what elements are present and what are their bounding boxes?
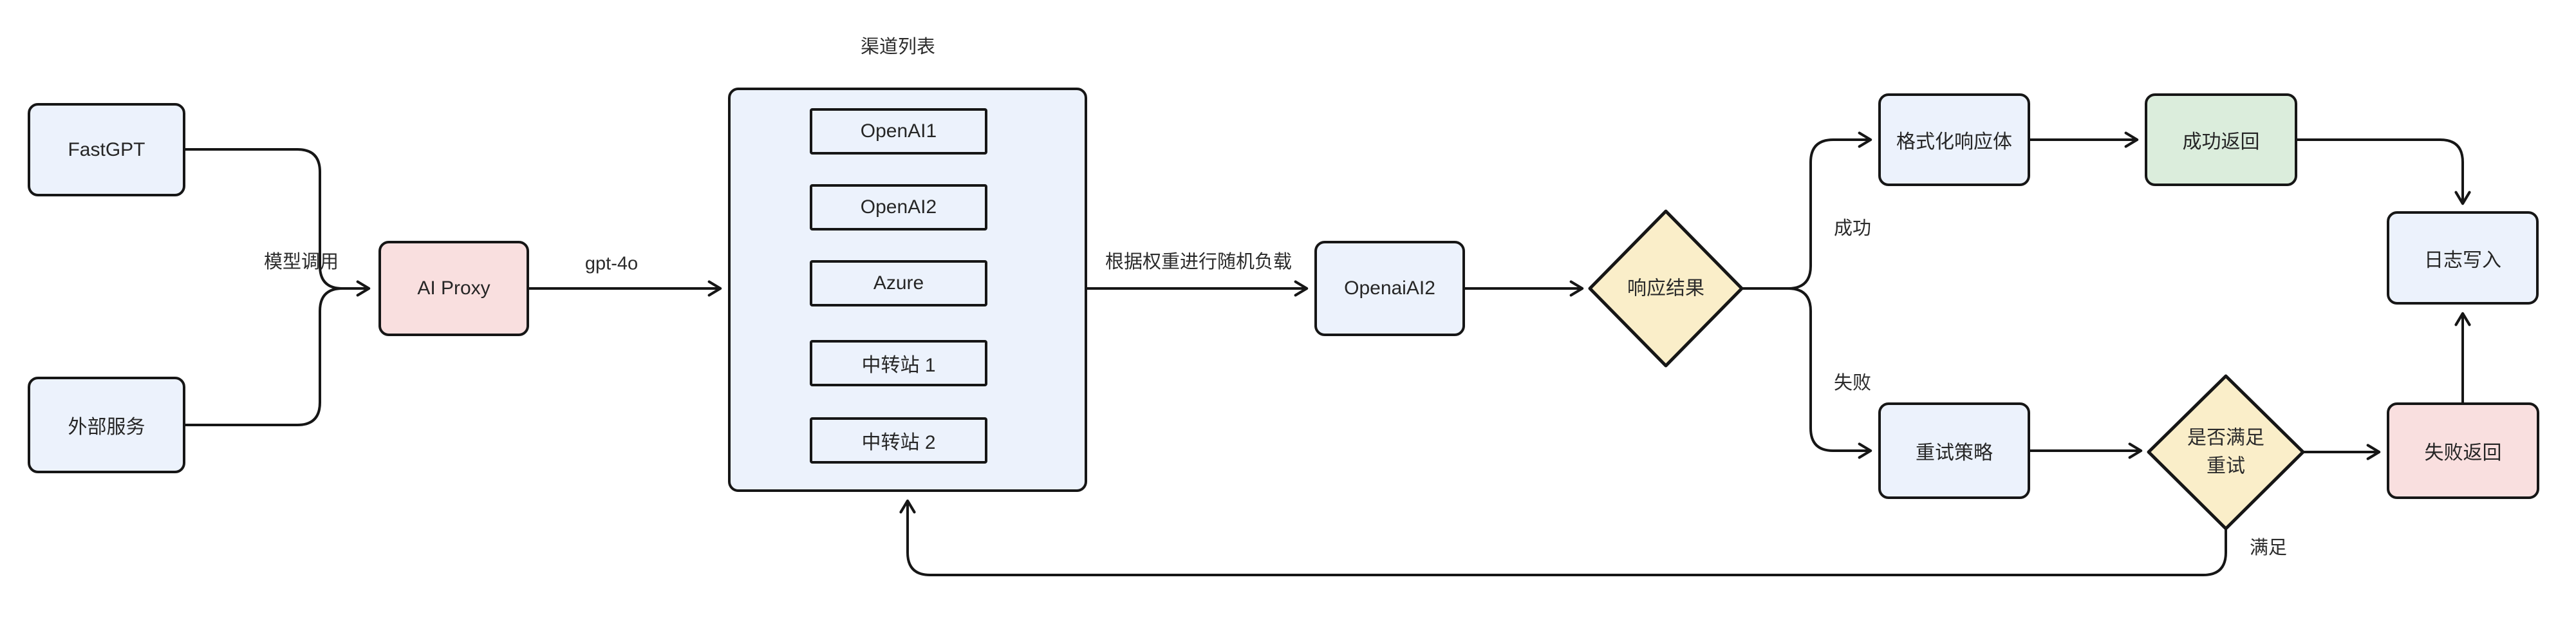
retry-check-diamond: [2147, 374, 2305, 531]
channel-azure: Azure: [810, 260, 987, 306]
edge-label-satisfied: 满足: [2249, 538, 2288, 558]
node-log-write: 日志写入: [2387, 211, 2539, 305]
edge-external-to-aiproxy: [184, 287, 344, 426]
response-result-label: 响应结果: [1627, 278, 1704, 299]
retry-check-label-line2: 重试: [2207, 455, 2245, 476]
edge-success-to-log: [2296, 138, 2471, 205]
edge-fastgpt-to-aiproxy: [184, 148, 371, 297]
node-format-response: 格式化响应体: [1878, 93, 2030, 186]
edge-label-gpt4o: gpt-4o: [584, 253, 639, 274]
edge-response-to-format: [1741, 131, 1872, 290]
channel-openai2: OpenAI2: [810, 184, 987, 231]
node-success-return: 成功返回: [2145, 93, 2297, 186]
node-ai-proxy: AI Proxy: [378, 241, 529, 336]
node-openaiai2: OpenaiAI2: [1314, 241, 1465, 336]
edge-label-model-call: 模型调用: [263, 252, 339, 272]
response-result-diamond: [1588, 209, 1744, 368]
channel-list-title: 渠道列表: [860, 37, 936, 57]
channel-openai1: OpenAI1: [810, 108, 987, 155]
edge-check-loop-to-channels: [899, 499, 2227, 576]
edge-response-to-retry: [1741, 287, 1872, 459]
node-external-service: 外部服务: [28, 377, 185, 473]
edge-label-success: 成功: [1833, 218, 1872, 239]
edge-label-load-balance: 根据权重进行随机负载: [1105, 252, 1293, 272]
retry-check-label-line1: 是否满足: [2187, 427, 2264, 449]
channel-relay1: 中转站 1: [810, 340, 987, 386]
retry-check-label: 是否满足 重试: [2187, 424, 2264, 480]
edge-label-fail: 失败: [1833, 373, 1872, 393]
node-fastgpt: FastGPT: [28, 103, 185, 196]
channel-relay2: 中转站 2: [810, 417, 987, 464]
node-retry-strategy: 重试策略: [1878, 402, 2030, 499]
node-fail-return: 失败返回: [2387, 402, 2539, 499]
